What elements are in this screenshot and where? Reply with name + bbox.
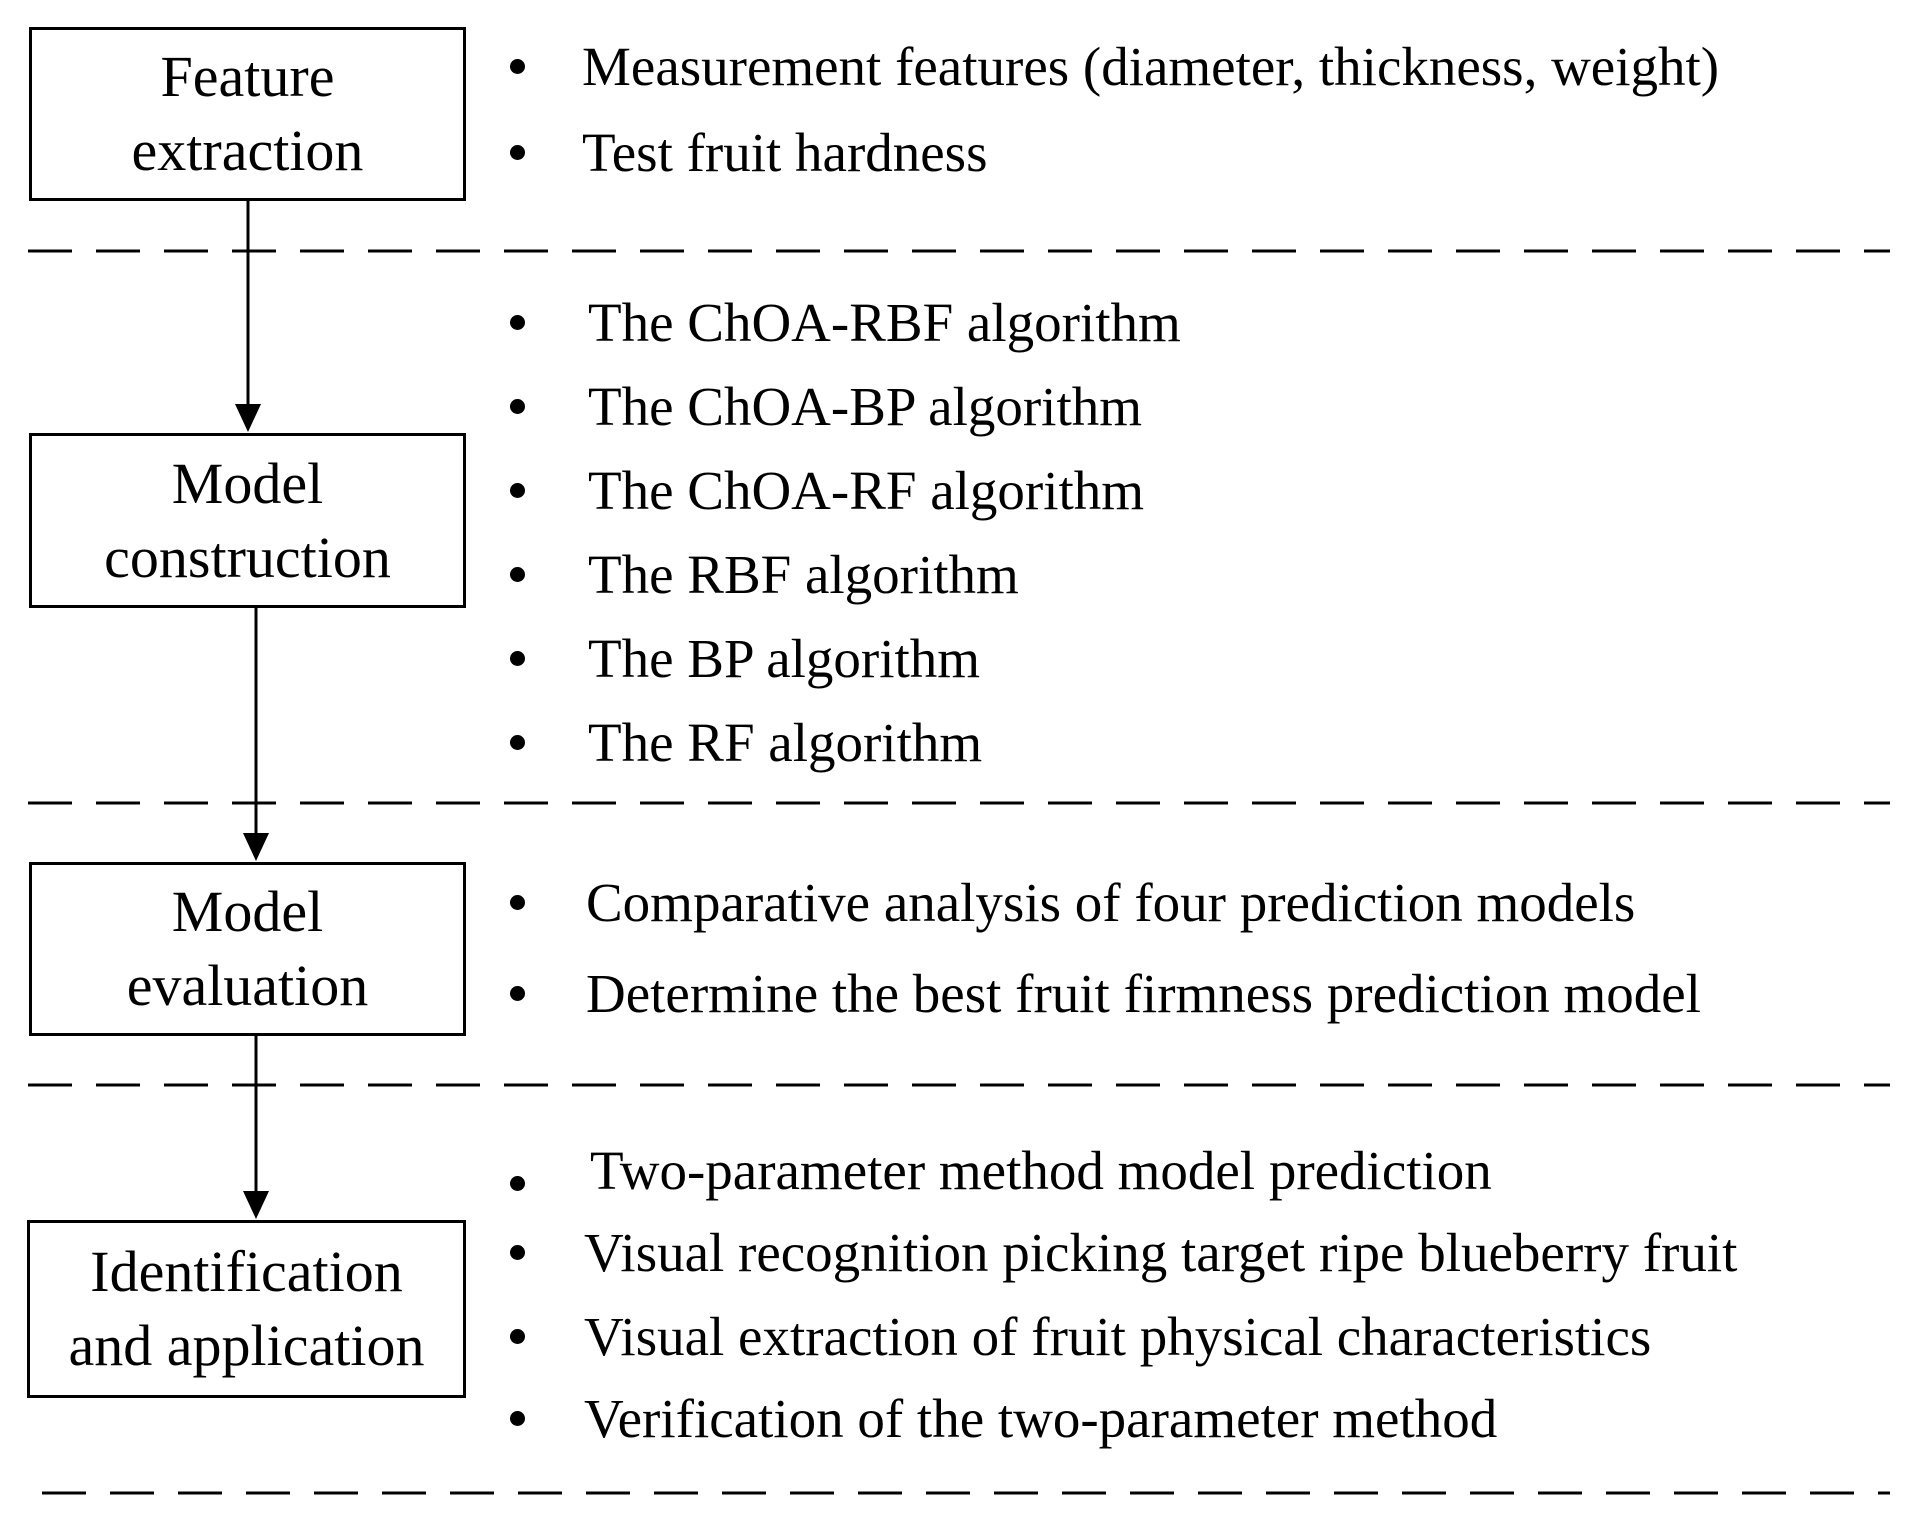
list-item-text: Determine the best fruit firmness predic…	[586, 963, 1701, 1024]
box-title-line: extraction	[131, 118, 364, 183]
box-title-line: Feature	[160, 44, 335, 109]
box-title-line: Model	[171, 879, 324, 944]
bullet-icon	[510, 59, 525, 74]
bullet-icon	[510, 1411, 525, 1426]
list-item-text: The ChOA-RBF algorithm	[588, 292, 1181, 353]
list-item-text: Visual recognition picking target ripe b…	[584, 1222, 1738, 1283]
identification-application-list: Two-parameter method model prediction Vi…	[510, 1136, 1890, 1466]
box-title-line: and application	[68, 1313, 425, 1378]
bullet-icon	[510, 567, 525, 582]
list-item-text: Verification of the two-parameter method	[584, 1388, 1498, 1449]
bullet-icon	[510, 1176, 525, 1191]
arrow-construction-to-evaluation	[243, 607, 269, 861]
bullet-icon	[510, 1329, 525, 1344]
box-title-line: construction	[104, 524, 391, 590]
model-evaluation-list: Comparative analysis of four prediction …	[510, 868, 1890, 1038]
list-item-text: The RBF algorithm	[588, 544, 1019, 605]
list-item-text: The ChOA-RF algorithm	[588, 460, 1145, 521]
bullet-icon	[510, 986, 525, 1001]
model-evaluation-box: Model evaluation	[29, 862, 466, 1036]
feature-extraction-list: Measurement features (diameter, thicknes…	[510, 32, 1890, 192]
box-title-line: evaluation	[126, 953, 369, 1018]
list-item-text: The RF algorithm	[588, 712, 983, 773]
list-item-text: The ChOA-BP algorithm	[588, 376, 1143, 437]
bullet-icon	[510, 735, 525, 750]
list-item-text: The BP algorithm	[588, 628, 981, 689]
identification-application-box: Identification and application	[27, 1220, 466, 1398]
bullet-icon	[510, 399, 525, 414]
model-construction-box: Model construction	[29, 433, 466, 608]
feature-extraction-box: Feature extraction	[29, 27, 466, 201]
model-construction-list: The ChOA-RBF algorithm The ChOA-BP algor…	[510, 288, 1890, 778]
list-item-text: Comparative analysis of four prediction …	[586, 872, 1636, 933]
arrow-feature-to-construction	[235, 200, 261, 432]
box-title-line: Model	[171, 450, 324, 516]
bullet-icon	[510, 483, 525, 498]
bullet-icon	[510, 1245, 525, 1260]
bullet-icon	[510, 895, 525, 910]
bullet-icon	[510, 315, 525, 330]
list-item-text: Visual extraction of fruit physical char…	[584, 1306, 1652, 1367]
list-item-text: Test fruit hardness	[582, 122, 988, 183]
bullet-icon	[510, 145, 525, 160]
bullet-icon	[510, 651, 525, 666]
arrow-evaluation-to-application	[243, 1034, 269, 1219]
box-title-line: Identification	[90, 1239, 403, 1304]
list-item-text: Measurement features (diameter, thicknes…	[582, 36, 1720, 97]
list-item-text: Two-parameter method model prediction	[590, 1140, 1492, 1201]
